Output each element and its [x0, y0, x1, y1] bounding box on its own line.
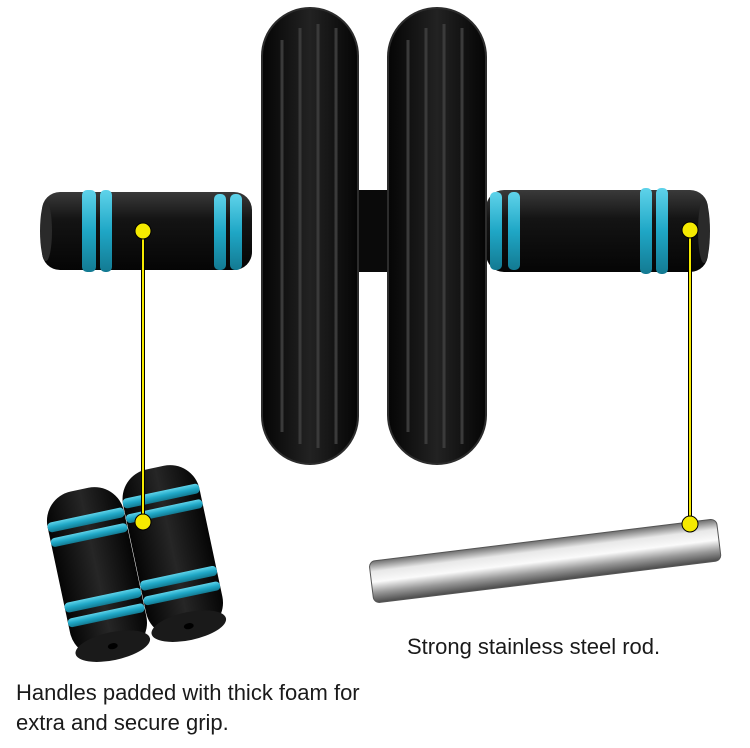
- foam-handle-grips: [46, 465, 227, 662]
- handles-caption: Handles padded with thick foam for extra…: [16, 680, 360, 735]
- callout-rod: [681, 221, 699, 533]
- foam-grip-right: [122, 465, 227, 642]
- left-wheel: [261, 7, 359, 465]
- callout-handles: [134, 222, 152, 531]
- steel-rod: [369, 519, 722, 603]
- ab-wheel-roller: [40, 7, 710, 465]
- foam-grip-left: [46, 487, 151, 662]
- rod-caption: Strong stainless steel rod.: [407, 634, 661, 659]
- right-wheel: [387, 7, 487, 465]
- right-handle: [486, 188, 710, 274]
